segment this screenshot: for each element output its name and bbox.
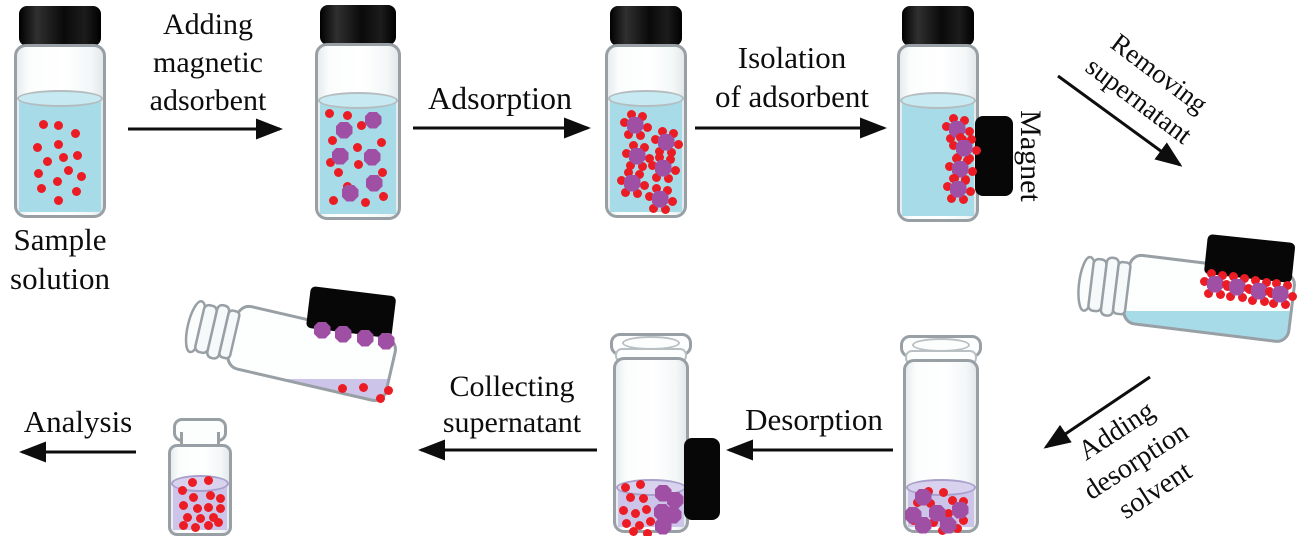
sample-liquid: [318, 92, 398, 214]
vial-body: [605, 44, 687, 218]
vial-sample-solution: [14, 6, 106, 218]
magnet-block: [975, 116, 1013, 196]
desorption-liquid: [906, 479, 976, 527]
vial-body: [14, 44, 106, 218]
vial-neck-threads: [184, 299, 241, 360]
arrow-removing-supernatant: [1057, 74, 1183, 167]
sample-liquid: [17, 90, 103, 212]
label-analysis: Analysis: [23, 404, 133, 439]
vial-body: [613, 357, 689, 533]
vial-desorption: [610, 333, 692, 533]
sample-liquid: [608, 90, 684, 212]
sample-liquid: [900, 92, 976, 216]
vial-cap: [19, 6, 101, 46]
vial-analysis: [168, 418, 232, 536]
vial-body: [315, 43, 401, 220]
vial-adsorption: [605, 6, 687, 218]
vial-body: [903, 359, 979, 533]
desorption-liquid: [616, 479, 686, 527]
collected-extract-liquid: [225, 379, 398, 403]
tilted-vial-collecting-supernatant: [184, 286, 398, 403]
magnet-block: [1204, 234, 1296, 283]
label-adsorption: Adsorption: [428, 80, 572, 116]
arrow-adding-desorption-solvent: [1043, 375, 1151, 449]
vial-cap: [320, 5, 396, 45]
vial-isolation: [897, 6, 979, 222]
vial-body: [897, 44, 979, 222]
magnet-block: [684, 438, 720, 520]
label-magnet: Magnet: [1014, 110, 1048, 202]
label-desorption: Desorption: [745, 402, 883, 437]
vial-body: [168, 444, 232, 536]
extract-liquid: [171, 475, 229, 530]
vial-cap: [610, 6, 682, 46]
tilted-vial-removing-supernatant: [1077, 234, 1296, 343]
vial-cap: [902, 6, 974, 46]
vial-adsorbent-added: [315, 5, 401, 220]
vial-neck-threads: [1077, 255, 1132, 317]
vial-desorption-solvent: [900, 335, 982, 533]
